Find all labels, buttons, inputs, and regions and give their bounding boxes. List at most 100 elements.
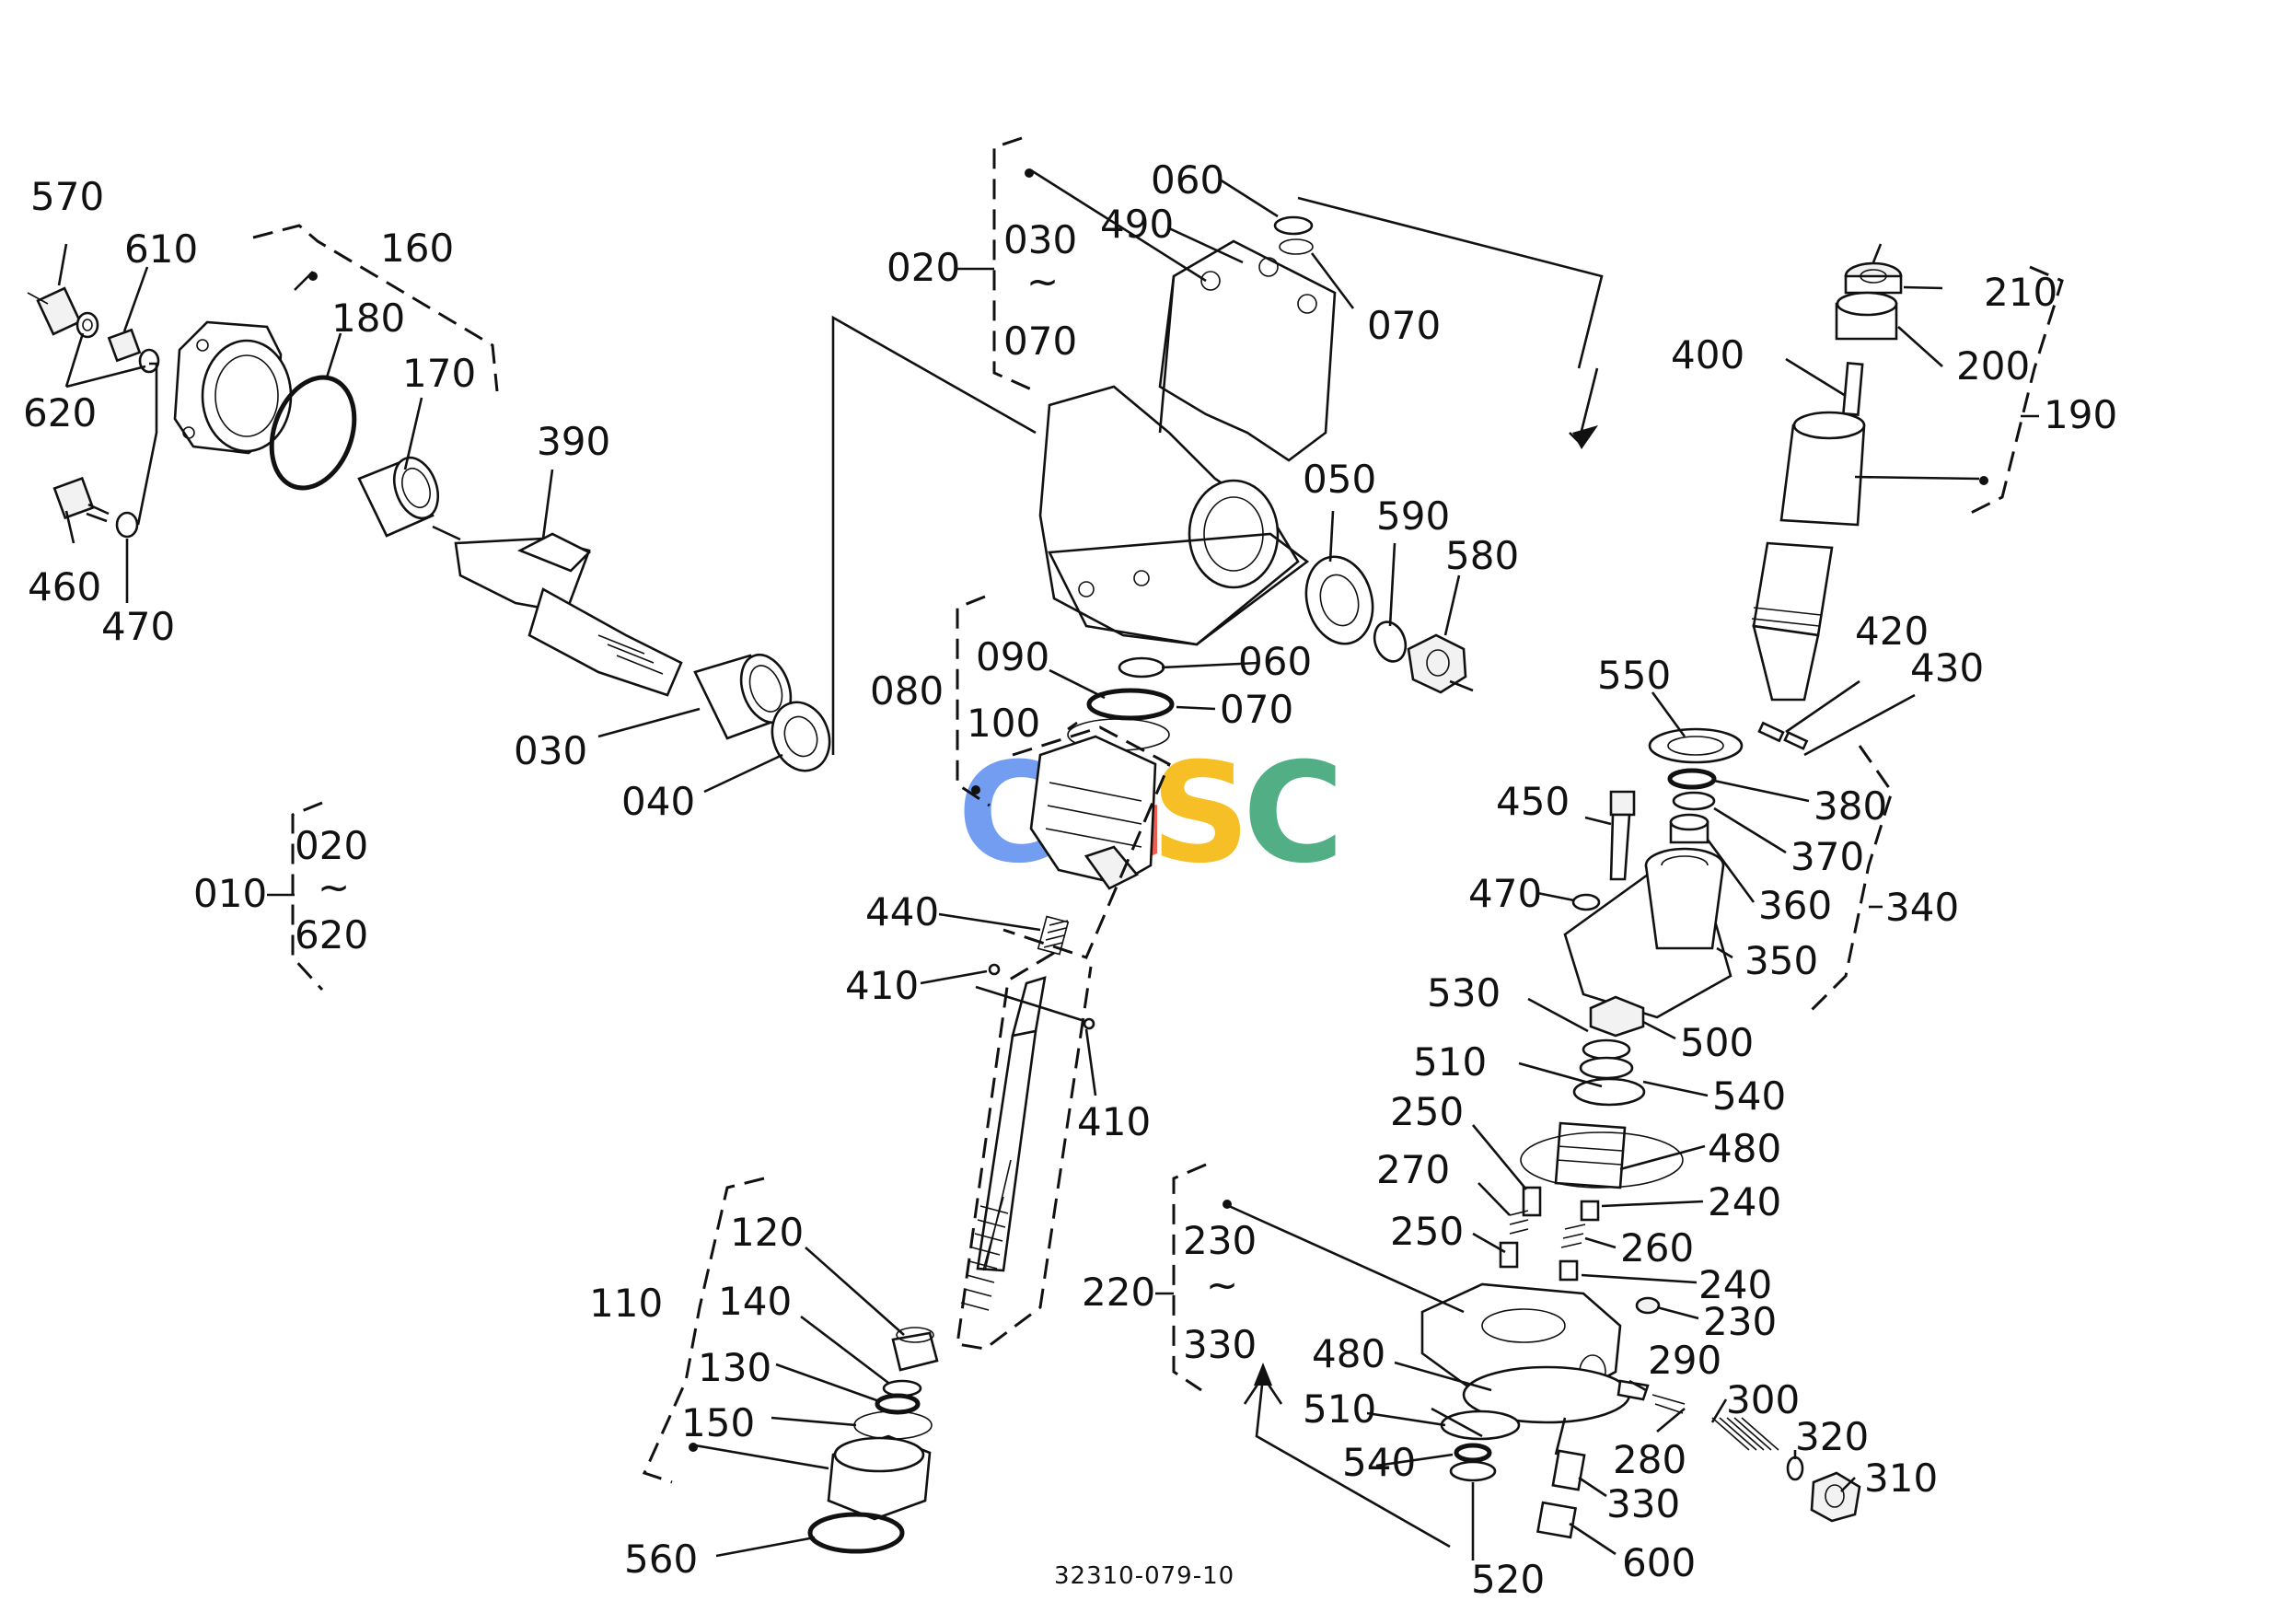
bracket-010 bbox=[291, 801, 324, 992]
label-010: 010 bbox=[193, 871, 267, 916]
watermark-letter-4: C bbox=[1243, 734, 1344, 894]
bracket-020 bbox=[992, 136, 1037, 393]
label-020-range-start: 030 bbox=[1003, 217, 1077, 262]
ring-150 bbox=[853, 1410, 933, 1440]
label-460: 460 bbox=[28, 564, 101, 609]
label-080: 080 bbox=[870, 668, 944, 713]
label-220: 220 bbox=[1082, 1270, 1155, 1315]
label-500: 500 bbox=[1680, 1020, 1754, 1065]
o-ring-180 bbox=[269, 375, 357, 491]
washer-470-a bbox=[115, 511, 139, 539]
right-column-parts bbox=[1420, 243, 1903, 1539]
label-140: 140 bbox=[718, 1279, 792, 1324]
bolt-460-drawing bbox=[52, 476, 139, 539]
label-320: 320 bbox=[1795, 1414, 1869, 1459]
label-020: 020 bbox=[887, 245, 960, 290]
ball-410-a bbox=[988, 963, 1001, 976]
label-180: 180 bbox=[331, 296, 405, 341]
label-160: 160 bbox=[380, 226, 454, 271]
label-150: 150 bbox=[681, 1400, 755, 1445]
bracket-spool bbox=[956, 951, 1093, 1351]
label-120: 120 bbox=[730, 1210, 804, 1255]
label-170: 170 bbox=[402, 351, 476, 396]
label-590: 590 bbox=[1376, 493, 1450, 539]
label-220-range-start: 230 bbox=[1183, 1218, 1257, 1263]
label-240-upper: 240 bbox=[1708, 1179, 1781, 1224]
part-labels: 570 610 620 460 470 160 180 170 390 030 … bbox=[23, 157, 2117, 1602]
drawing-code: 32310-079-10 bbox=[1054, 1562, 1234, 1590]
label-520: 520 bbox=[1471, 1557, 1545, 1602]
gearbox-housing bbox=[1038, 239, 1337, 646]
label-050: 050 bbox=[1303, 457, 1376, 502]
label-010-range-end: 620 bbox=[295, 912, 368, 957]
label-580: 580 bbox=[1445, 533, 1519, 578]
label-230: 230 bbox=[1703, 1299, 1777, 1344]
label-040: 040 bbox=[621, 779, 695, 824]
label-360: 360 bbox=[1758, 883, 1832, 928]
label-290: 290 bbox=[1648, 1338, 1721, 1383]
bracket-160 bbox=[252, 224, 499, 392]
watermark-letter-3: S bbox=[1151, 734, 1250, 894]
label-110: 110 bbox=[589, 1281, 663, 1326]
label-480-upper: 480 bbox=[1708, 1126, 1781, 1171]
cover-160-drawing bbox=[173, 320, 293, 455]
label-510-upper: 510 bbox=[1413, 1039, 1487, 1085]
label-530: 530 bbox=[1427, 970, 1501, 1015]
label-380: 380 bbox=[1814, 783, 1887, 829]
label-220-range-end: 330 bbox=[1183, 1322, 1257, 1367]
label-390: 390 bbox=[537, 419, 610, 464]
label-200: 200 bbox=[1956, 343, 2030, 389]
oring-070-top bbox=[1279, 238, 1314, 255]
label-250-lower: 250 bbox=[1390, 1209, 1464, 1254]
label-010-tilde: ~ bbox=[318, 864, 350, 910]
bearing-170-drawing bbox=[357, 456, 440, 538]
label-350: 350 bbox=[1744, 938, 1818, 983]
label-240-lower: 240 bbox=[1698, 1262, 1772, 1307]
label-540-upper: 540 bbox=[1712, 1073, 1786, 1119]
label-620: 620 bbox=[23, 390, 97, 435]
washer-140 bbox=[882, 1379, 922, 1398]
label-510-lower: 510 bbox=[1303, 1386, 1376, 1432]
shaft-390-drawing bbox=[432, 525, 683, 697]
label-550: 550 bbox=[1597, 653, 1671, 698]
washer-060-top bbox=[1273, 215, 1314, 236]
label-410-right: 410 bbox=[1077, 1099, 1151, 1144]
label-070-top: 070 bbox=[1367, 303, 1441, 348]
label-450: 450 bbox=[1496, 779, 1570, 824]
bearing-120 bbox=[891, 1327, 939, 1372]
label-470-right: 470 bbox=[1468, 871, 1542, 916]
cover-plate-lower bbox=[827, 1434, 932, 1521]
label-060-mid: 060 bbox=[1238, 639, 1312, 684]
label-470-left: 470 bbox=[101, 604, 175, 649]
label-610: 610 bbox=[124, 226, 198, 272]
washer-620-a bbox=[75, 311, 99, 339]
label-480-lower: 480 bbox=[1312, 1331, 1385, 1376]
label-250-upper: 250 bbox=[1390, 1089, 1464, 1134]
label-420: 420 bbox=[1855, 609, 1929, 654]
label-310: 310 bbox=[1864, 1456, 1938, 1501]
bracket-190 bbox=[1964, 265, 2064, 517]
label-210: 210 bbox=[1984, 270, 2057, 315]
nut-570-drawing bbox=[27, 286, 82, 336]
label-430: 430 bbox=[1910, 645, 1984, 690]
label-220-tilde: ~ bbox=[1206, 1262, 1238, 1307]
oring-130 bbox=[875, 1393, 921, 1415]
bracket-spool-top bbox=[1002, 725, 1171, 959]
label-070-mid: 070 bbox=[1220, 687, 1293, 732]
oring-090 bbox=[1086, 688, 1175, 721]
label-090: 090 bbox=[976, 634, 1049, 679]
label-020-tilde: ~ bbox=[1026, 259, 1059, 304]
label-410-left: 410 bbox=[845, 963, 919, 1008]
bearing-050-drawing bbox=[1304, 555, 1374, 645]
snap-ring-560 bbox=[807, 1512, 905, 1554]
label-270: 270 bbox=[1376, 1147, 1450, 1192]
bracket-220 bbox=[1172, 1163, 1207, 1392]
label-600: 600 bbox=[1622, 1540, 1696, 1585]
label-030-left: 030 bbox=[514, 728, 587, 773]
label-100: 100 bbox=[967, 701, 1040, 746]
label-060-top: 060 bbox=[1151, 157, 1224, 203]
nut-580-drawing bbox=[1407, 633, 1467, 694]
label-490: 490 bbox=[1100, 202, 1174, 247]
leader-lines bbox=[57, 168, 1988, 1560]
